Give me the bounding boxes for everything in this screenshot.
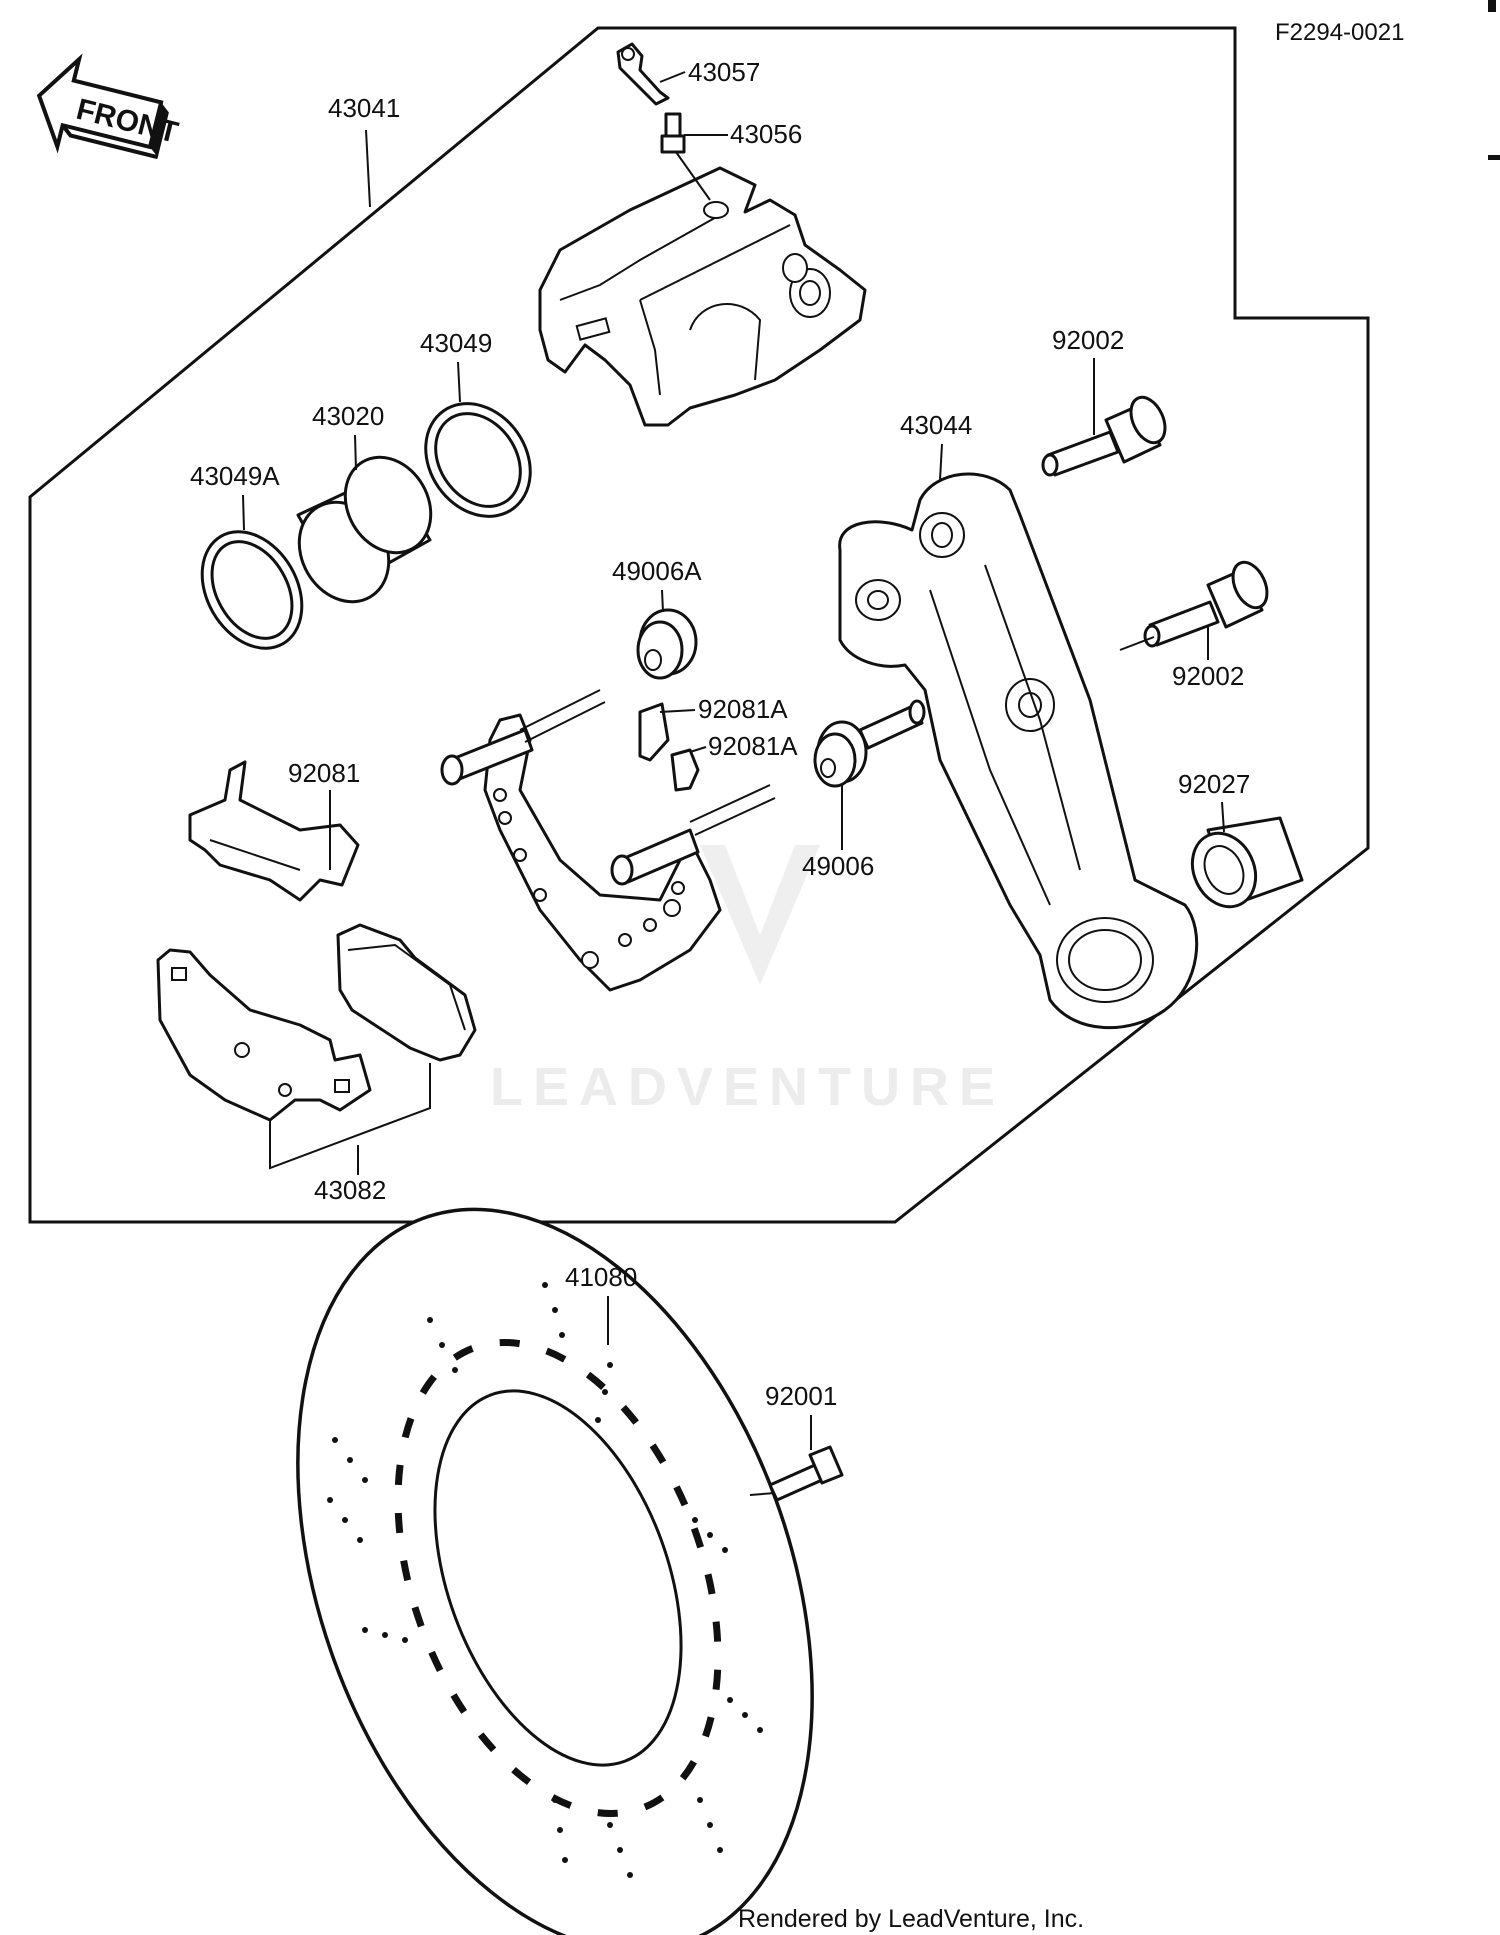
leader-92002-lower-2 <box>1119 636 1155 651</box>
piston-seal <box>424 402 532 518</box>
part-label-43020: 43020 <box>312 401 384 431</box>
bushing <box>1190 816 1304 909</box>
leader-49006A <box>661 589 664 613</box>
part-label-92002-lower: 92002 <box>1172 661 1244 691</box>
part-label-49006: 49006 <box>802 851 874 881</box>
part-label-43057: 43057 <box>688 57 760 87</box>
bolt-upper <box>1041 395 1167 477</box>
part-label-43082: 43082 <box>314 1175 386 1205</box>
brake-disc <box>296 1207 814 1935</box>
front-arrow: FRONT <box>36 53 181 160</box>
leader-92027 <box>1221 801 1225 833</box>
bolt-lower <box>1143 560 1269 648</box>
leader-43020 <box>354 434 357 471</box>
part-label-92027: 92027 <box>1178 769 1250 799</box>
caliper-body <box>538 166 867 427</box>
part-label-43056: 43056 <box>730 119 802 149</box>
leader-43041 <box>365 129 371 208</box>
watermark: LEADVENTURE <box>490 845 1005 1117</box>
edge-mark <box>1488 155 1500 160</box>
part-label-92002-upper: 92002 <box>1052 325 1124 355</box>
part-label-43044: 43044 <box>900 410 972 440</box>
boot-upper <box>636 608 698 680</box>
pad-spring <box>188 760 360 902</box>
torque-link <box>838 472 1199 1030</box>
leader-43049 <box>457 361 461 403</box>
piston <box>296 455 433 604</box>
leader-43082 <box>269 1063 431 1170</box>
bleed-valve <box>660 112 711 201</box>
brake-pads <box>156 923 477 1122</box>
pad-spring-a <box>638 702 700 792</box>
part-label-92001: 92001 <box>765 1381 837 1411</box>
part-label-43049: 43049 <box>420 328 492 358</box>
disc-bolt <box>768 1445 844 1502</box>
watermark-text: LEADVENTURE <box>490 1057 1005 1117</box>
leader-43049A <box>242 494 245 531</box>
disc-holes <box>327 1282 763 1878</box>
leader-92081A-1 <box>659 709 696 713</box>
boot-lower <box>813 699 926 788</box>
part-label-41080: 41080 <box>565 1262 637 1292</box>
footer-credit: Rendered by LeadVenture, Inc. <box>738 1905 1084 1933</box>
part-label-43049A: 43049A <box>190 461 280 491</box>
leader-92001-2 <box>749 1492 776 1496</box>
dust-seal <box>200 530 304 650</box>
leader-43057 <box>659 71 686 83</box>
part-label-43041: 43041 <box>328 93 400 123</box>
assembly-boundary <box>28 26 1370 1224</box>
leader-43044 <box>939 443 943 481</box>
leader-92081A-2 <box>689 746 707 753</box>
figure-id: F2294-0021 <box>1275 19 1404 46</box>
part-label-92081A-2: 92081A <box>708 731 798 761</box>
part-label-92081: 92081 <box>288 758 360 788</box>
edge-mark <box>1488 0 1496 12</box>
bleeder-cap <box>616 42 670 106</box>
part-label-92081A-1: 92081A <box>698 694 788 724</box>
part-label-49006A: 49006A <box>612 556 702 586</box>
caliper-bracket <box>440 689 776 992</box>
